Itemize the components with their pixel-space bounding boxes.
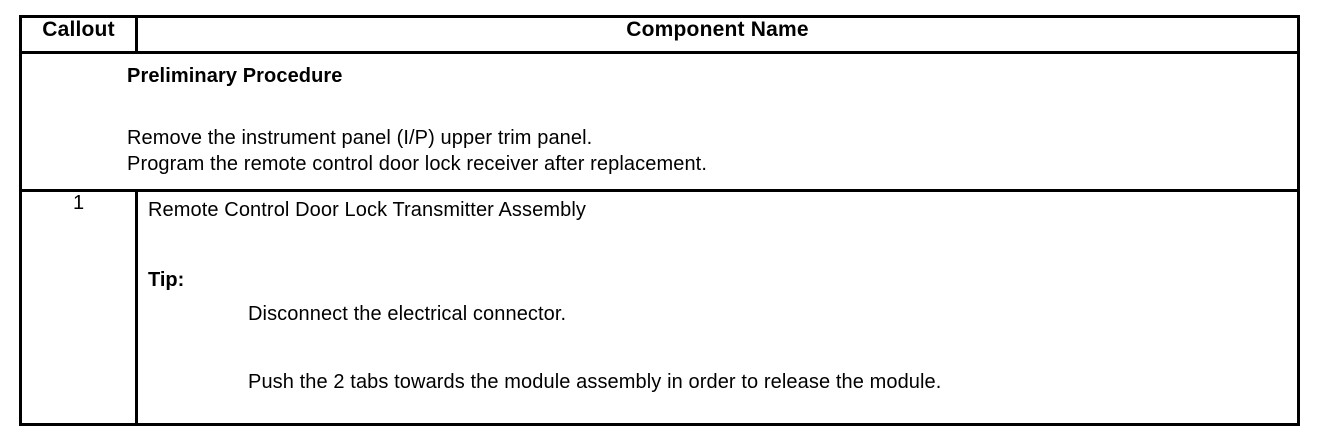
preliminary-procedure-title: Preliminary Procedure — [127, 65, 343, 87]
column-header-callout: Callout — [19, 15, 138, 54]
table-header-row: Callout Component Name — [19, 15, 1300, 54]
preliminary-procedure-cell: Preliminary Procedure Remove the instrum… — [19, 51, 1300, 192]
preliminary-procedure-line: Program the remote control door lock rec… — [127, 153, 707, 175]
tip-step: Push the 2 tabs towards the module assem… — [248, 371, 942, 393]
table-row: 1 Remote Control Door Lock Transmitter A… — [19, 189, 1300, 426]
preliminary-procedure-line: Remove the instrument panel (I/P) upper … — [127, 127, 593, 149]
tip-label: Tip: — [148, 269, 185, 291]
callout-number: 1 — [19, 189, 138, 426]
callout-description-cell: Remote Control Door Lock Transmitter Ass… — [135, 189, 1300, 426]
component-name-text: Remote Control Door Lock Transmitter Ass… — [148, 199, 586, 221]
service-procedure-table: Callout Component Name Preliminary Proce… — [19, 15, 1300, 426]
preliminary-procedure-content: Preliminary Procedure Remove the instrum… — [22, 54, 1297, 177]
callout-description-content: Remote Control Door Lock Transmitter Ass… — [138, 192, 1297, 395]
column-header-component-name: Component Name — [135, 15, 1300, 54]
preliminary-procedure-lines: Remove the instrument panel (I/P) upper … — [127, 125, 1297, 177]
tip-step: Disconnect the electrical connector. — [248, 303, 567, 325]
preliminary-procedure-row: Preliminary Procedure Remove the instrum… — [19, 51, 1300, 192]
